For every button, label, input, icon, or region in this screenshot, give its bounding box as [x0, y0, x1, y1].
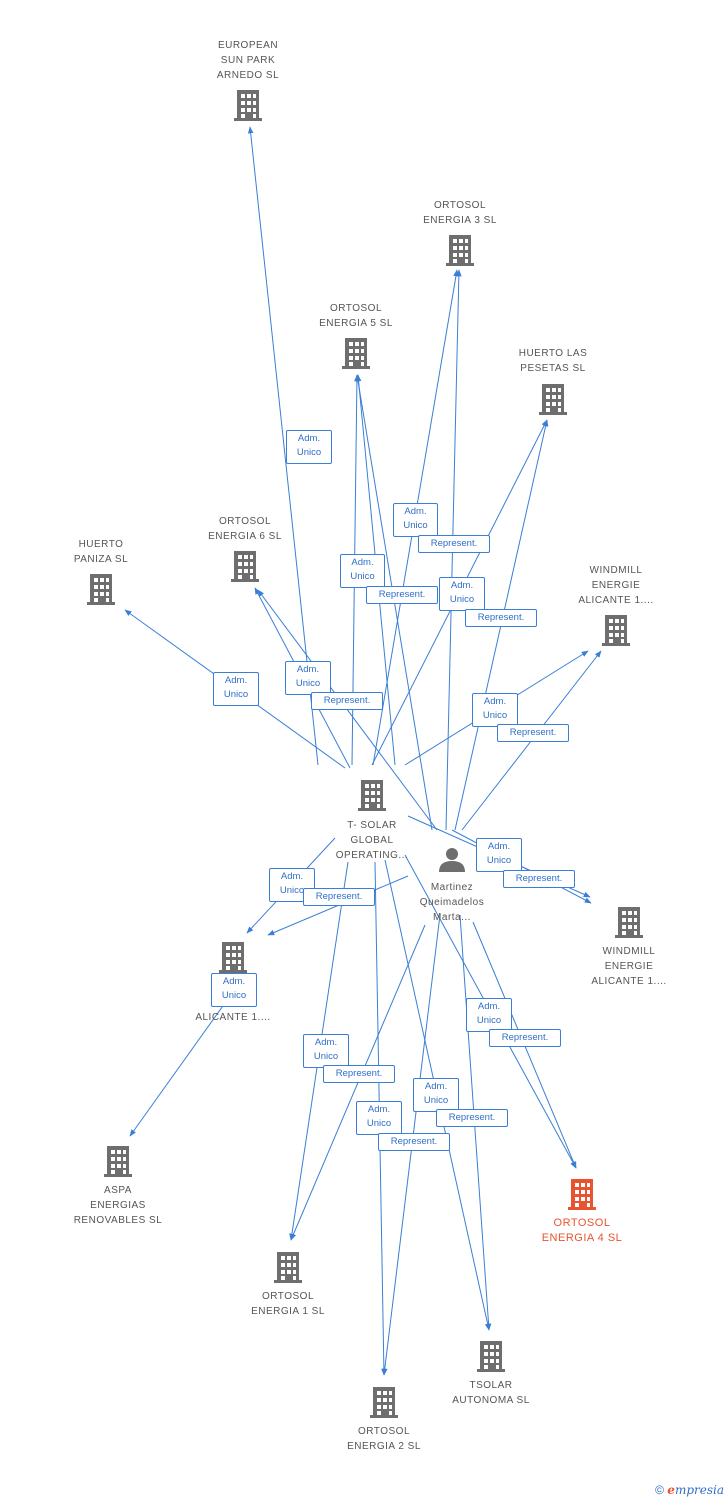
edge-label-adm-unico: Adm. Unico: [285, 661, 331, 695]
edge-line: [257, 589, 438, 831]
building-icon[interactable]: [602, 615, 630, 646]
edge-label-adm-unico: Adm. Unico: [393, 503, 438, 537]
node-icons: [87, 90, 643, 1418]
node-label[interactable]: ORTOSOL ENERGIA 4 SL: [541, 1217, 623, 1244]
node-label[interactable]: HUERTO PANIZA SL: [73, 539, 129, 565]
edge-label-represent: Represent.: [489, 1029, 561, 1047]
node-label[interactable]: WINDMILL ENERGIE ALICANTE 1....: [578, 565, 654, 606]
building-icon[interactable]: [342, 338, 370, 369]
node-label[interactable]: HUERTO LAS PESETAS SL: [518, 348, 588, 374]
empresia-logo[interactable]: © empresia: [655, 1483, 724, 1497]
building-icon[interactable]: [568, 1179, 596, 1210]
edge-label-adm-unico: Adm. Unico: [476, 838, 522, 872]
edge-label-adm-unico: Adm. Unico: [439, 577, 485, 611]
edge-label-represent: Represent.: [366, 586, 438, 604]
node-label[interactable]: ORTOSOL ENERGIA 6 SL: [208, 516, 282, 542]
edge-label-adm-unico: Adm. Unico: [472, 693, 518, 727]
node-label[interactable]: ORTOSOL ENERGIA 1 SL: [251, 1291, 325, 1317]
edge-label-represent: Represent.: [436, 1109, 508, 1127]
node-label[interactable]: ORTOSOL ENERGIA 5 SL: [319, 303, 393, 329]
copyright-icon: ©: [655, 1483, 664, 1497]
building-icon[interactable]: [219, 942, 247, 973]
edge-label-represent: Represent.: [497, 724, 569, 742]
edge-label-adm-unico: Adm. Unico: [340, 554, 385, 588]
edge-label-adm-unico: Adm. Unico: [286, 430, 332, 464]
node-label[interactable]: ORTOSOL ENERGIA 2 SL: [347, 1426, 421, 1452]
building-icon[interactable]: [370, 1387, 398, 1418]
edge-label-represent: Represent.: [465, 609, 537, 627]
edge-label-represent: Represent.: [503, 870, 575, 888]
edge-label-represent: Represent.: [311, 692, 383, 710]
building-icon[interactable]: [477, 1341, 505, 1372]
building-icon[interactable]: [87, 574, 115, 605]
building-icon[interactable]: [446, 235, 474, 266]
node-label[interactable]: EUROPEAN SUN PARK ARNEDO SL: [216, 40, 280, 81]
edge-label-represent: Represent.: [418, 535, 490, 553]
edge-label-adm-unico: Adm. Unico: [211, 973, 257, 1007]
edge-line: [247, 126, 319, 766]
edge-label-adm-unico: Adm. Unico: [356, 1101, 402, 1135]
person-icon[interactable]: [439, 848, 465, 872]
edge-label-adm-unico: Adm. Unico: [213, 672, 259, 706]
node-label[interactable]: Martinez Queimadelos Marta...: [419, 882, 485, 923]
building-icon[interactable]: [615, 907, 643, 938]
edge-label-adm-unico: Adm. Unico: [466, 998, 512, 1032]
building-icon[interactable]: [234, 90, 262, 121]
edge-label-adm-unico: Adm. Unico: [413, 1078, 459, 1112]
edge-label-represent: Represent.: [303, 888, 375, 906]
node-label[interactable]: T- SOLAR GLOBAL OPERATING...: [335, 820, 409, 861]
node-label[interactable]: TSOLAR AUTONOMA SL: [452, 1380, 530, 1406]
node-label[interactable]: ORTOSOL ENERGIA 3 SL: [423, 200, 497, 226]
edge-label-represent: Represent.: [378, 1133, 450, 1151]
node-label[interactable]: ASPA ENERGIAS RENOVABLES SL: [73, 1185, 163, 1226]
edge-label-represent: Represent.: [323, 1065, 395, 1083]
node-label[interactable]: WINDMILL ENERGIE ALICANTE 1....: [591, 946, 667, 987]
building-icon[interactable]: [274, 1252, 302, 1283]
building-icon[interactable]: [358, 780, 386, 811]
edge-label-adm-unico: Adm. Unico: [303, 1034, 349, 1068]
building-icon[interactable]: [104, 1146, 132, 1177]
building-icon[interactable]: [539, 384, 567, 415]
building-icon[interactable]: [231, 551, 259, 582]
